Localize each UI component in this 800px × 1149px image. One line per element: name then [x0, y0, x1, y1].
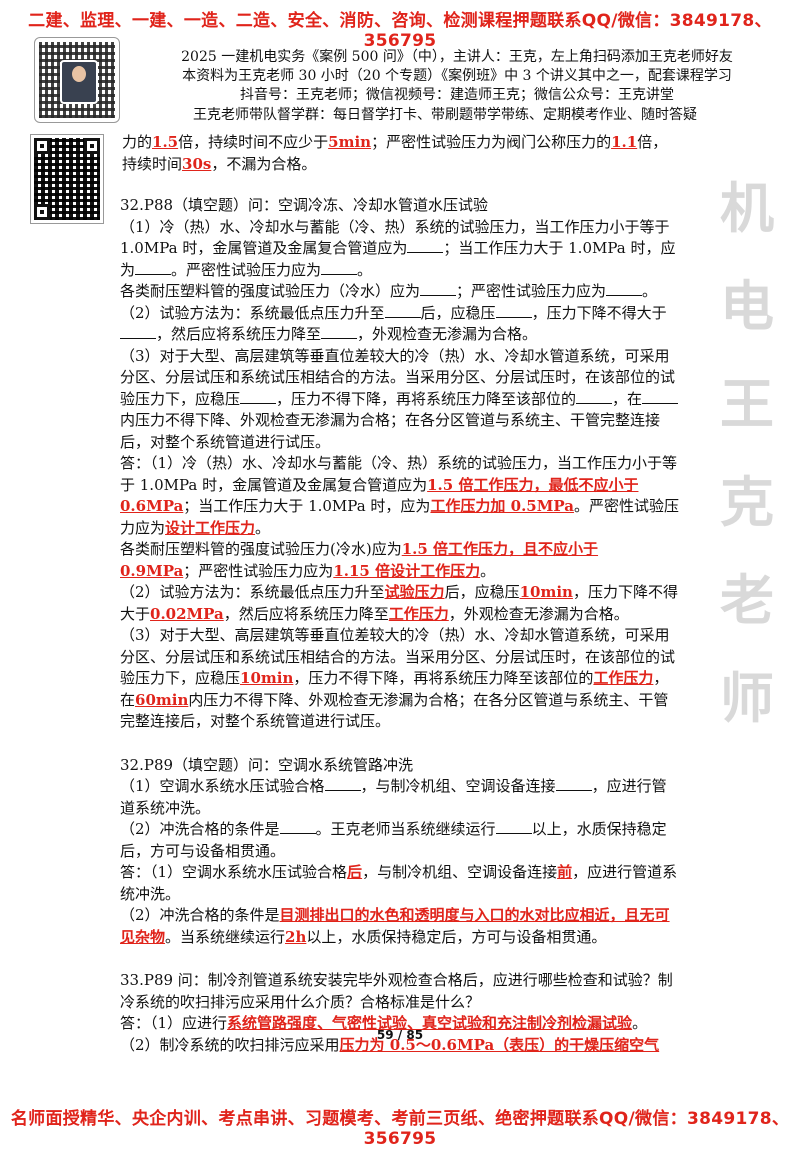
header-line-4: 王克老师带队督学群：每日督学打卡、带刷题带学带练、定期模考作业、随时答疑	[193, 107, 697, 123]
group-qr-code[interactable]	[30, 134, 104, 224]
header-line-2: 本资料为王克老师 30 小时（20 个专题）《案例班》中 3 个讲义其中之一，配…	[182, 68, 732, 84]
bottom-contact-banner: 名师面授精华、央企内训、考点串讲、习题模考、考前三页纸、绝密押题联系QQ/微信：…	[10, 1109, 790, 1149]
main-content: 32.P88（填空题）问：空调冷冻、冷却水管道水压试验 （1）冷（热）水、冷却水…	[120, 195, 680, 1056]
question-32-part2: （2）试验方法为：系统最低点压力升至后，应稳压，压力下降不得大于，然后应将系统压…	[120, 303, 667, 343]
answer-32b-part1: 答：（1）空调水系统水压试验合格后，与制冷机组、空调设备连接前，应进行管道系统冲…	[120, 863, 678, 903]
answer-33-part1: 答：（1）应进行系统管路强度、气密性试验、真空试验和充注制冷剂检漏试验。	[120, 1014, 648, 1032]
answer-33-part2: （2）制冷系统的吹扫排污应采用压力为 0.5～0.6MPa（表压）的干燥压缩空气	[120, 1035, 660, 1054]
question-32-title: 32.P88（填空题）问：空调冷冻、冷却水管道水压试验	[120, 196, 489, 214]
header-line-1: 2025 一建机电实务《案例 500 问》（中），主讲人：王克，左上角扫码添加王…	[181, 49, 733, 65]
top-contact-banner: 二建、监理、一建、一造、二造、安全、消防、咨询、检测课程押题联系QQ/微信：38…	[28, 11, 772, 51]
answer-32-part2: （2）试验方法为：系统最低点压力升至试验压力后，应稳压10min，压力下降不得大…	[120, 583, 678, 623]
header-line-3: 抖音号：王克老师；微信视频号：建造师王克；微信公众号：王克讲堂	[240, 87, 674, 103]
side-watermark: 机 电 王 克 老 师	[720, 177, 774, 730]
question-32b-title: 32.P89（填空题）问：空调水系统管路冲洗	[120, 755, 414, 774]
teacher-avatar	[60, 60, 98, 104]
question-32-part3: （3）对于大型、高层建筑等垂直位差较大的冷（热）水、冷却水管道系统，可采用分区、…	[120, 346, 680, 454]
answer-32-part1: 答：（1）冷（热）水、冷却水与蓄能（冷、热）系统的试验压力，当工作压力小于等于 …	[120, 454, 679, 537]
question-33-title: 33.P89 问：制冷剂管道系统安装完毕外观检查合格后，应进行哪些检查和试验？制…	[120, 971, 673, 1011]
continued-answer: 力的1.5倍，持续时间不应少于5min；严密性试验压力为阀门公称压力的1.1倍，…	[122, 133, 668, 173]
answer-32-part3: （3）对于大型、高层建筑等垂直位差较大的冷（热）水、冷却水管道系统，可采用分区、…	[120, 626, 676, 730]
question-32-part1: （1）冷（热）水、冷却水与蓄能（冷、热）系统的试验压力，当工作压力小于等于 1.…	[120, 217, 676, 279]
answer-32b-part2: （2）冲洗合格的条件是目测排出口的水色和透明度与入口的水对比应相近，且无可见杂物…	[120, 906, 670, 946]
wechat-qr-code[interactable]	[34, 37, 120, 123]
page-number: 59 / 85	[376, 1028, 424, 1042]
